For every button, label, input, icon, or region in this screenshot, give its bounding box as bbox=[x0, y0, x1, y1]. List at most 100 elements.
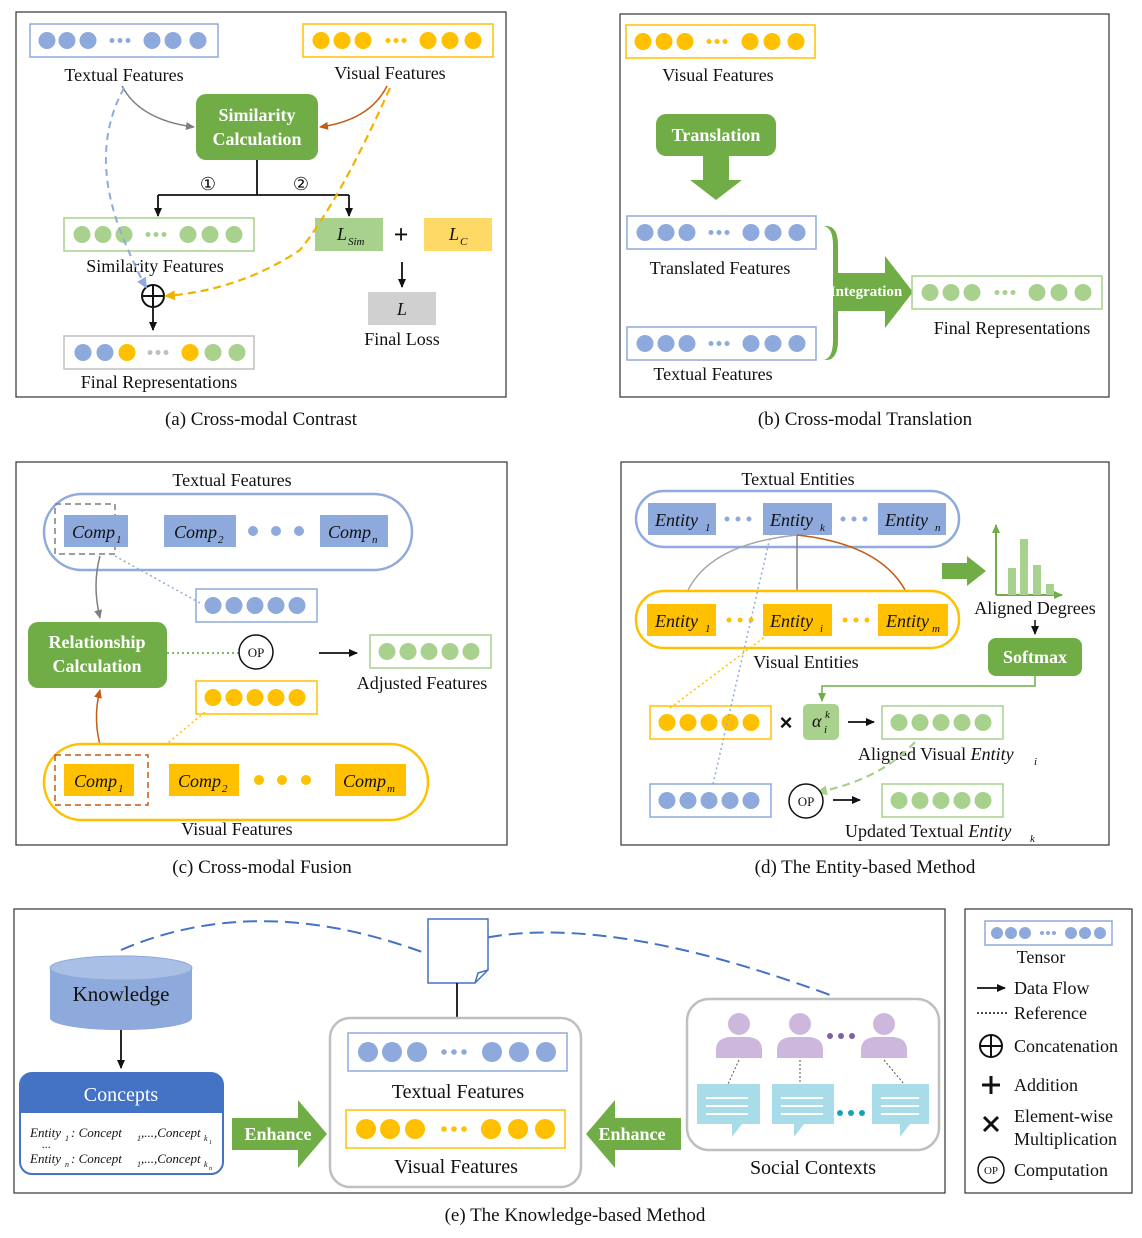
final-loss-box bbox=[368, 292, 436, 325]
label-aligned-visual-sub: i bbox=[1034, 756, 1037, 768]
relationship-line2: Calculation bbox=[52, 656, 141, 676]
textual-comp-n-label: Comp bbox=[328, 522, 371, 542]
label-final-representations-a: Final Representations bbox=[81, 372, 237, 392]
visual-comp-m-sub: m bbox=[387, 783, 395, 795]
concept-dots: ... bbox=[42, 1137, 51, 1151]
comment-icon-3 bbox=[872, 1084, 929, 1137]
comment-icon-2 bbox=[772, 1084, 834, 1137]
label-aligned-degrees: Aligned Degrees bbox=[974, 598, 1095, 618]
branch-tree bbox=[154, 160, 353, 217]
visual-entity-1-label: Entity bbox=[654, 611, 698, 631]
label-visual-features-a: Visual Features bbox=[334, 63, 445, 83]
loss-c-sub: C bbox=[460, 236, 468, 248]
plus-sign-a: + bbox=[394, 220, 409, 249]
visual-entity-i-label: Entity bbox=[769, 611, 813, 631]
arrow-softmax-to-alpha bbox=[818, 676, 1036, 702]
textual-entity-1-sub: 1 bbox=[705, 522, 711, 534]
concept-1-sub1: 1 bbox=[137, 1134, 141, 1143]
concept-line-1: Entity 1 : Concept 1 ,...,Concept k 1 bbox=[29, 1125, 212, 1146]
panel-e-frame bbox=[13, 908, 946, 1194]
legend-multiplication-icon bbox=[982, 1115, 1000, 1133]
panel-c: Textual Features Comp 1 Comp 2 Comp n Re… bbox=[15, 461, 508, 878]
alpha-symbol: α bbox=[812, 711, 822, 731]
caption-d: (d) The Entity-based Method bbox=[755, 857, 976, 878]
label-updated-textual-entity: Entity bbox=[967, 821, 1011, 841]
tensor-textual-a bbox=[29, 23, 219, 58]
visual-entity-i-sub: i bbox=[820, 623, 823, 635]
panel-b: Visual Features Translation Translated F… bbox=[619, 13, 1110, 430]
enhance-label-left: Enhance bbox=[244, 1124, 311, 1144]
concept-n-sub1: 1 bbox=[137, 1160, 141, 1169]
label-textual-features-b: Textual Features bbox=[653, 364, 772, 384]
user-icon-1 bbox=[716, 1013, 762, 1058]
label-aligned-visual-prefix: Aligned Visual bbox=[858, 744, 971, 764]
tensor-updated-textual-d bbox=[881, 783, 1004, 818]
textual-entity-1 bbox=[648, 503, 716, 535]
legend-concatenation: Concatenation bbox=[1014, 1036, 1118, 1056]
legend-computation-icon bbox=[977, 1156, 1005, 1184]
visual-comp-m-label: Comp bbox=[343, 771, 386, 791]
caption-b: (b) Cross-modal Translation bbox=[758, 409, 973, 430]
arrow-visual-comp-to-rel bbox=[94, 689, 103, 753]
visual-entity-1-sub: 1 bbox=[705, 623, 711, 635]
tensor-aligned-visual-d bbox=[881, 705, 1004, 740]
translation-label: Translation bbox=[672, 125, 761, 145]
branch-1-marker: ① bbox=[200, 174, 216, 194]
relationship-line1: Relationship bbox=[48, 632, 145, 652]
enhance-label-right: Enhance bbox=[598, 1124, 665, 1144]
loss-sim-sub: Sim bbox=[348, 236, 365, 248]
label-visual-features-c: Visual Features bbox=[181, 819, 292, 839]
loss-c-symbol: L bbox=[448, 224, 459, 244]
tensor-final-a bbox=[63, 335, 255, 370]
tensor-visual-c bbox=[195, 680, 318, 715]
panel-a-frame bbox=[15, 11, 507, 398]
textual-entity-n-label: Entity bbox=[884, 510, 928, 530]
op-label-c: OP bbox=[248, 645, 265, 660]
visual-comp1-highlight bbox=[54, 754, 149, 806]
textual-comp-n bbox=[320, 515, 388, 547]
tensor-final-b bbox=[911, 275, 1103, 310]
loss-sim-symbol: L bbox=[336, 224, 347, 244]
concat-symbol-a bbox=[141, 284, 165, 308]
visual-entity-m bbox=[878, 604, 948, 636]
branch-2-marker: ② bbox=[293, 174, 309, 194]
label-visual-entities: Visual Entities bbox=[753, 652, 858, 672]
textual-entity-k-label: Entity bbox=[769, 510, 813, 530]
visual-comp-m bbox=[335, 764, 406, 796]
label-updated-textual: Updated Textual Entity bbox=[845, 821, 1011, 841]
ref-aligned-to-op bbox=[816, 741, 916, 796]
label-updated-textual-sub: k bbox=[1030, 833, 1036, 845]
concept-n-rest: : Concept bbox=[71, 1151, 122, 1166]
visual-comp-1 bbox=[64, 764, 134, 796]
label-final-representations-b: Final Representations bbox=[934, 318, 1090, 338]
panel-c-frame bbox=[15, 461, 508, 846]
concept-1-end-sub: k bbox=[204, 1134, 208, 1143]
op-label-d: OP bbox=[798, 794, 815, 809]
label-knowledge: Knowledge bbox=[73, 982, 170, 1006]
knowledge-cylinder bbox=[49, 955, 193, 1030]
final-loss-symbol: L bbox=[396, 299, 407, 319]
integration-bracket bbox=[822, 226, 838, 360]
tensor-textual-e bbox=[347, 1032, 568, 1072]
panel-d-frame bbox=[620, 461, 1110, 846]
concept-n-end-subsub: n bbox=[209, 1166, 212, 1172]
caption-e: (e) The Knowledge-based Method bbox=[445, 1205, 706, 1226]
concept-1-ellipsis: ,...,Concept bbox=[141, 1125, 201, 1140]
concept-n-end-sub: k bbox=[204, 1160, 208, 1169]
legend-element-wise-line1: Element-wise bbox=[1014, 1106, 1113, 1126]
visual-comp-2 bbox=[169, 764, 239, 796]
tensor-visual-entity-d bbox=[649, 705, 772, 740]
caption-c: (c) Cross-modal Fusion bbox=[172, 857, 352, 878]
similarity-calc-line2: Calculation bbox=[212, 129, 301, 149]
concept-n-ellipsis: ,...,Concept bbox=[141, 1151, 201, 1166]
textual-comp-n-sub: n bbox=[372, 534, 378, 546]
loss-c-box bbox=[424, 218, 492, 251]
tensor-textual-c bbox=[195, 588, 318, 623]
legend: Tensor Data Flow Reference Concatenation… bbox=[964, 908, 1133, 1194]
label-visual-features-b: Visual Features bbox=[662, 65, 773, 85]
concept-1-end-subsub: 1 bbox=[209, 1140, 212, 1146]
concepts-card bbox=[19, 1072, 224, 1175]
label-translated-features: Translated Features bbox=[650, 258, 791, 278]
concept-n-entity-sub: n bbox=[65, 1160, 69, 1169]
visual-entity-m-sub: m bbox=[932, 623, 940, 635]
